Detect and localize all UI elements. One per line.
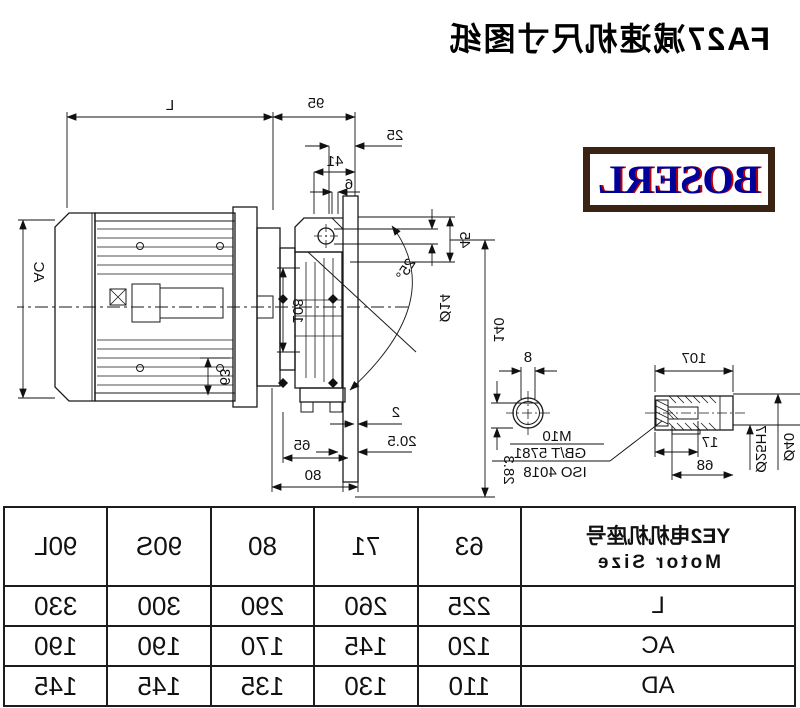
cell-L-80: 290 — [210, 586, 315, 626]
dim-63: 63 — [216, 369, 233, 386]
size-col-90l: 90L — [4, 507, 108, 586]
table-row-AD: AD 110 130 135 145 145 — [4, 666, 795, 706]
dim-L: L — [166, 97, 174, 114]
plug-spec-iso: ISO 4018 — [523, 464, 586, 481]
table-row-AC: AC 120 145 170 190 190 — [4, 626, 795, 666]
shaft-body — [654, 395, 734, 431]
size-col-90s: 90S — [107, 507, 211, 586]
output-flange-plate — [342, 195, 359, 483]
dim-25: 25 — [387, 127, 404, 144]
dim-8: 8 — [524, 349, 532, 366]
bore-cross-section — [506, 391, 550, 435]
cell-AC-90s: 190 — [107, 626, 211, 666]
cell-L-71: 260 — [314, 586, 418, 626]
dim-dia14: Ø14 — [436, 294, 453, 322]
motor-body — [94, 212, 236, 402]
row-label-AD: AD — [521, 666, 795, 706]
plug-spec-m10: M10 — [542, 428, 571, 445]
dim-17: 17 — [702, 434, 719, 451]
motor-size-label-en: Motor Size — [594, 551, 722, 573]
row-label-AC: AC — [521, 626, 795, 666]
cell-AD-90s: 145 — [107, 666, 211, 706]
shaft-dimensions — [492, 365, 800, 480]
dim-65: 65 — [294, 437, 311, 454]
gearmotor-side-view — [17, 195, 417, 483]
table-row-L: L 225 260 290 300 330 — [4, 586, 795, 626]
dim-28-3: 28.3 — [500, 455, 517, 484]
cell-AC-71: 145 — [314, 626, 418, 666]
dim-108: 108 — [289, 298, 306, 323]
dim-80: 80 — [305, 467, 322, 484]
cell-L-63: 225 — [417, 586, 521, 626]
dim-dia40: Ø40 — [780, 433, 797, 461]
cell-L-90s: 300 — [107, 586, 211, 626]
angle-arc — [349, 225, 413, 391]
size-col-71: 71 — [314, 507, 418, 586]
cell-AC-90l: 190 — [4, 626, 108, 666]
section-dimensions — [491, 367, 557, 450]
size-col-80: 80 — [210, 507, 315, 586]
row-label-L: L — [521, 586, 795, 626]
dim-45: 45 — [456, 232, 473, 249]
motor-size-header-cell: YE2电机机座号 Motor Size — [521, 507, 795, 586]
dim-107: 107 — [681, 350, 706, 367]
cooling-fins — [97, 228, 233, 386]
dim-2: 2 — [392, 404, 400, 421]
shaft-detail-view — [642, 395, 745, 435]
dim-6: 6 — [345, 176, 353, 193]
dim-20-5: 20.5 — [387, 433, 416, 450]
dim-95: 95 — [308, 95, 325, 112]
cell-L-90l: 330 — [4, 586, 108, 626]
cell-AC-80: 170 — [210, 626, 315, 666]
dim-AC: AC — [30, 261, 47, 282]
plug-spec-gbt: GB/T 5781 — [514, 445, 586, 462]
cell-AC-63: 120 — [417, 626, 521, 666]
dim-angle-25: 25° — [393, 255, 419, 283]
cell-AD-63: 110 — [417, 666, 521, 706]
cell-AD-90l: 145 — [4, 666, 108, 706]
mounting-lug — [294, 217, 343, 253]
table-header-row: YE2电机机座号 Motor Size 63 71 80 90S 90L — [4, 507, 795, 586]
motor-size-table: YE2电机机座号 Motor Size 63 71 80 90S 90L L 2… — [3, 506, 796, 707]
dim-41: 41 — [327, 153, 344, 170]
size-col-63: 63 — [417, 507, 521, 586]
motor-size-label-cn: YE2电机机座号 — [585, 524, 731, 548]
cell-AD-80: 135 — [210, 666, 315, 706]
main-dimension-labels: L 95 25 41 6 45 Ø14 140 25° AC 108 63 2 … — [30, 95, 507, 484]
dim-68: 68 — [697, 457, 714, 474]
main-dimensions — [18, 112, 495, 498]
dim-dia25h7: Ø25H7 — [752, 425, 769, 473]
cell-AD-71: 130 — [314, 666, 418, 706]
dim-140: 140 — [490, 317, 507, 342]
